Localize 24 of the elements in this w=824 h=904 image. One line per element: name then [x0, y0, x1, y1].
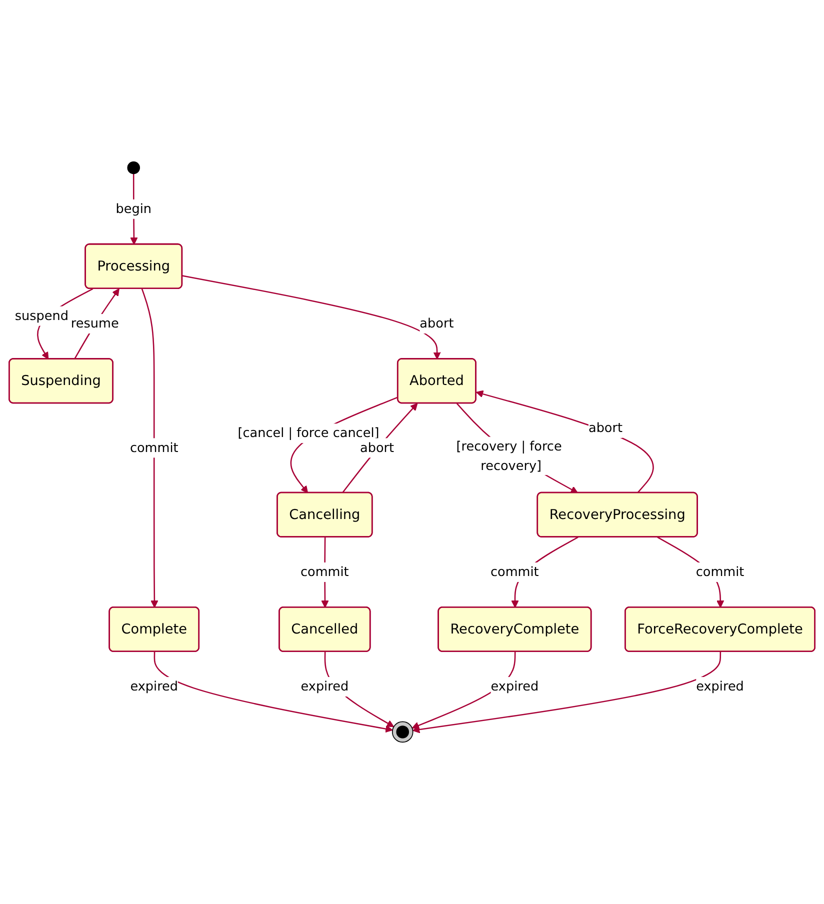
edge-label: abort — [588, 420, 623, 436]
edge-label: commit — [696, 564, 744, 580]
edge-label: commit — [490, 564, 539, 580]
edge-label: expired — [130, 678, 178, 694]
node-circle — [127, 161, 140, 174]
arrow — [290, 396, 398, 494]
edge-label: resume — [70, 316, 119, 331]
arrow — [342, 403, 418, 494]
edge-label: commit — [130, 440, 178, 456]
edge-label: expired — [696, 678, 744, 694]
arrow — [476, 390, 654, 494]
edge-label: abort — [420, 316, 454, 331]
arrow — [141, 288, 158, 608]
edge-label: [recovery | force recovery] — [456, 438, 562, 473]
arrow — [154, 652, 393, 733]
edge-label: abort — [360, 440, 394, 456]
edge-label: expired — [490, 678, 539, 694]
edge-label: suspend — [14, 308, 68, 324]
arrow — [182, 275, 441, 360]
edge-label: expired — [300, 678, 349, 694]
node-circle — [392, 721, 414, 743]
edge-label: [cancel | force cancel] — [238, 425, 380, 441]
edge-label: commit — [300, 564, 349, 580]
edge-label: begin — [116, 201, 152, 216]
